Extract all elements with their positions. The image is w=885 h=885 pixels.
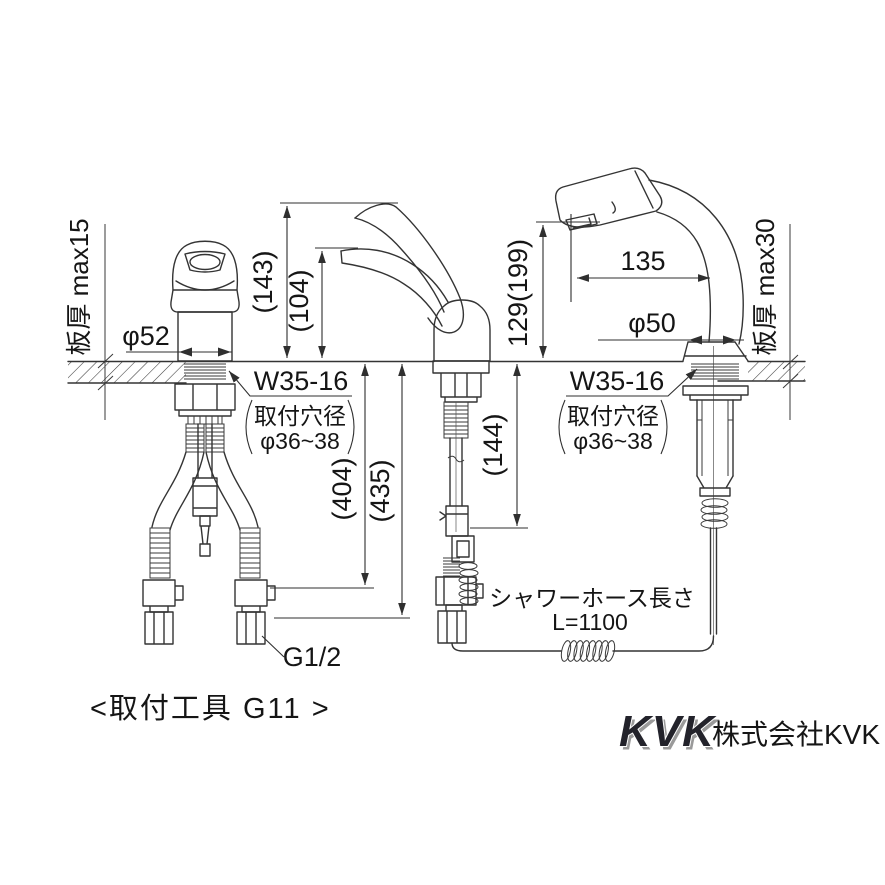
dim-143-label: (143) xyxy=(248,250,278,313)
dia-52-label: φ52 xyxy=(122,321,170,351)
faucet-front-view xyxy=(142,240,276,645)
hole-size-left-line2: φ36~38 xyxy=(260,428,340,454)
hose-length-label-line1: シャワーホース長さ xyxy=(489,585,695,611)
dim-404-label: (404) xyxy=(327,457,357,520)
dim-104-label: (104) xyxy=(284,269,314,332)
supply-thread-label: G1/2 xyxy=(283,642,342,672)
hole-size-right-line2: φ36~38 xyxy=(573,428,653,454)
hose-length-label-line2: L=1100 xyxy=(552,609,628,635)
mounting-tool-note: <取付工具 G11 > xyxy=(90,692,331,725)
faucet-pullout-view xyxy=(554,167,749,645)
dim-129-199-label: 129(199) xyxy=(503,239,533,347)
hole-size-left-line1: 取付穴径 xyxy=(254,403,346,429)
hose-coil-icon xyxy=(560,640,616,662)
plate-thickness-right-label: 板厚 max30 xyxy=(750,218,780,355)
kvk-logo: KVK KVK xyxy=(618,706,720,760)
kvk-logo-text: KVK xyxy=(619,707,717,756)
dimension-lines xyxy=(126,202,744,658)
thread-size-left-label: W35-16 xyxy=(254,366,349,396)
kvk-logo-shadow-text: KVK xyxy=(622,711,720,760)
thread-size-right-label: W35-16 xyxy=(570,366,665,396)
counter-deck xyxy=(67,224,806,420)
dim-435-label: (435) xyxy=(365,459,395,522)
plate-thickness-left-label: 板厚 max15 xyxy=(64,218,94,355)
hole-size-right-line1: 取付穴径 xyxy=(567,403,659,429)
shower-hose xyxy=(451,635,715,662)
dim-135-label: 135 xyxy=(620,246,665,276)
dia-50-label: φ50 xyxy=(628,308,676,338)
company-name-label: 株式会社KVK xyxy=(712,719,880,750)
faucet-side-view xyxy=(340,203,491,644)
dim-144-label: (144) xyxy=(478,413,508,476)
